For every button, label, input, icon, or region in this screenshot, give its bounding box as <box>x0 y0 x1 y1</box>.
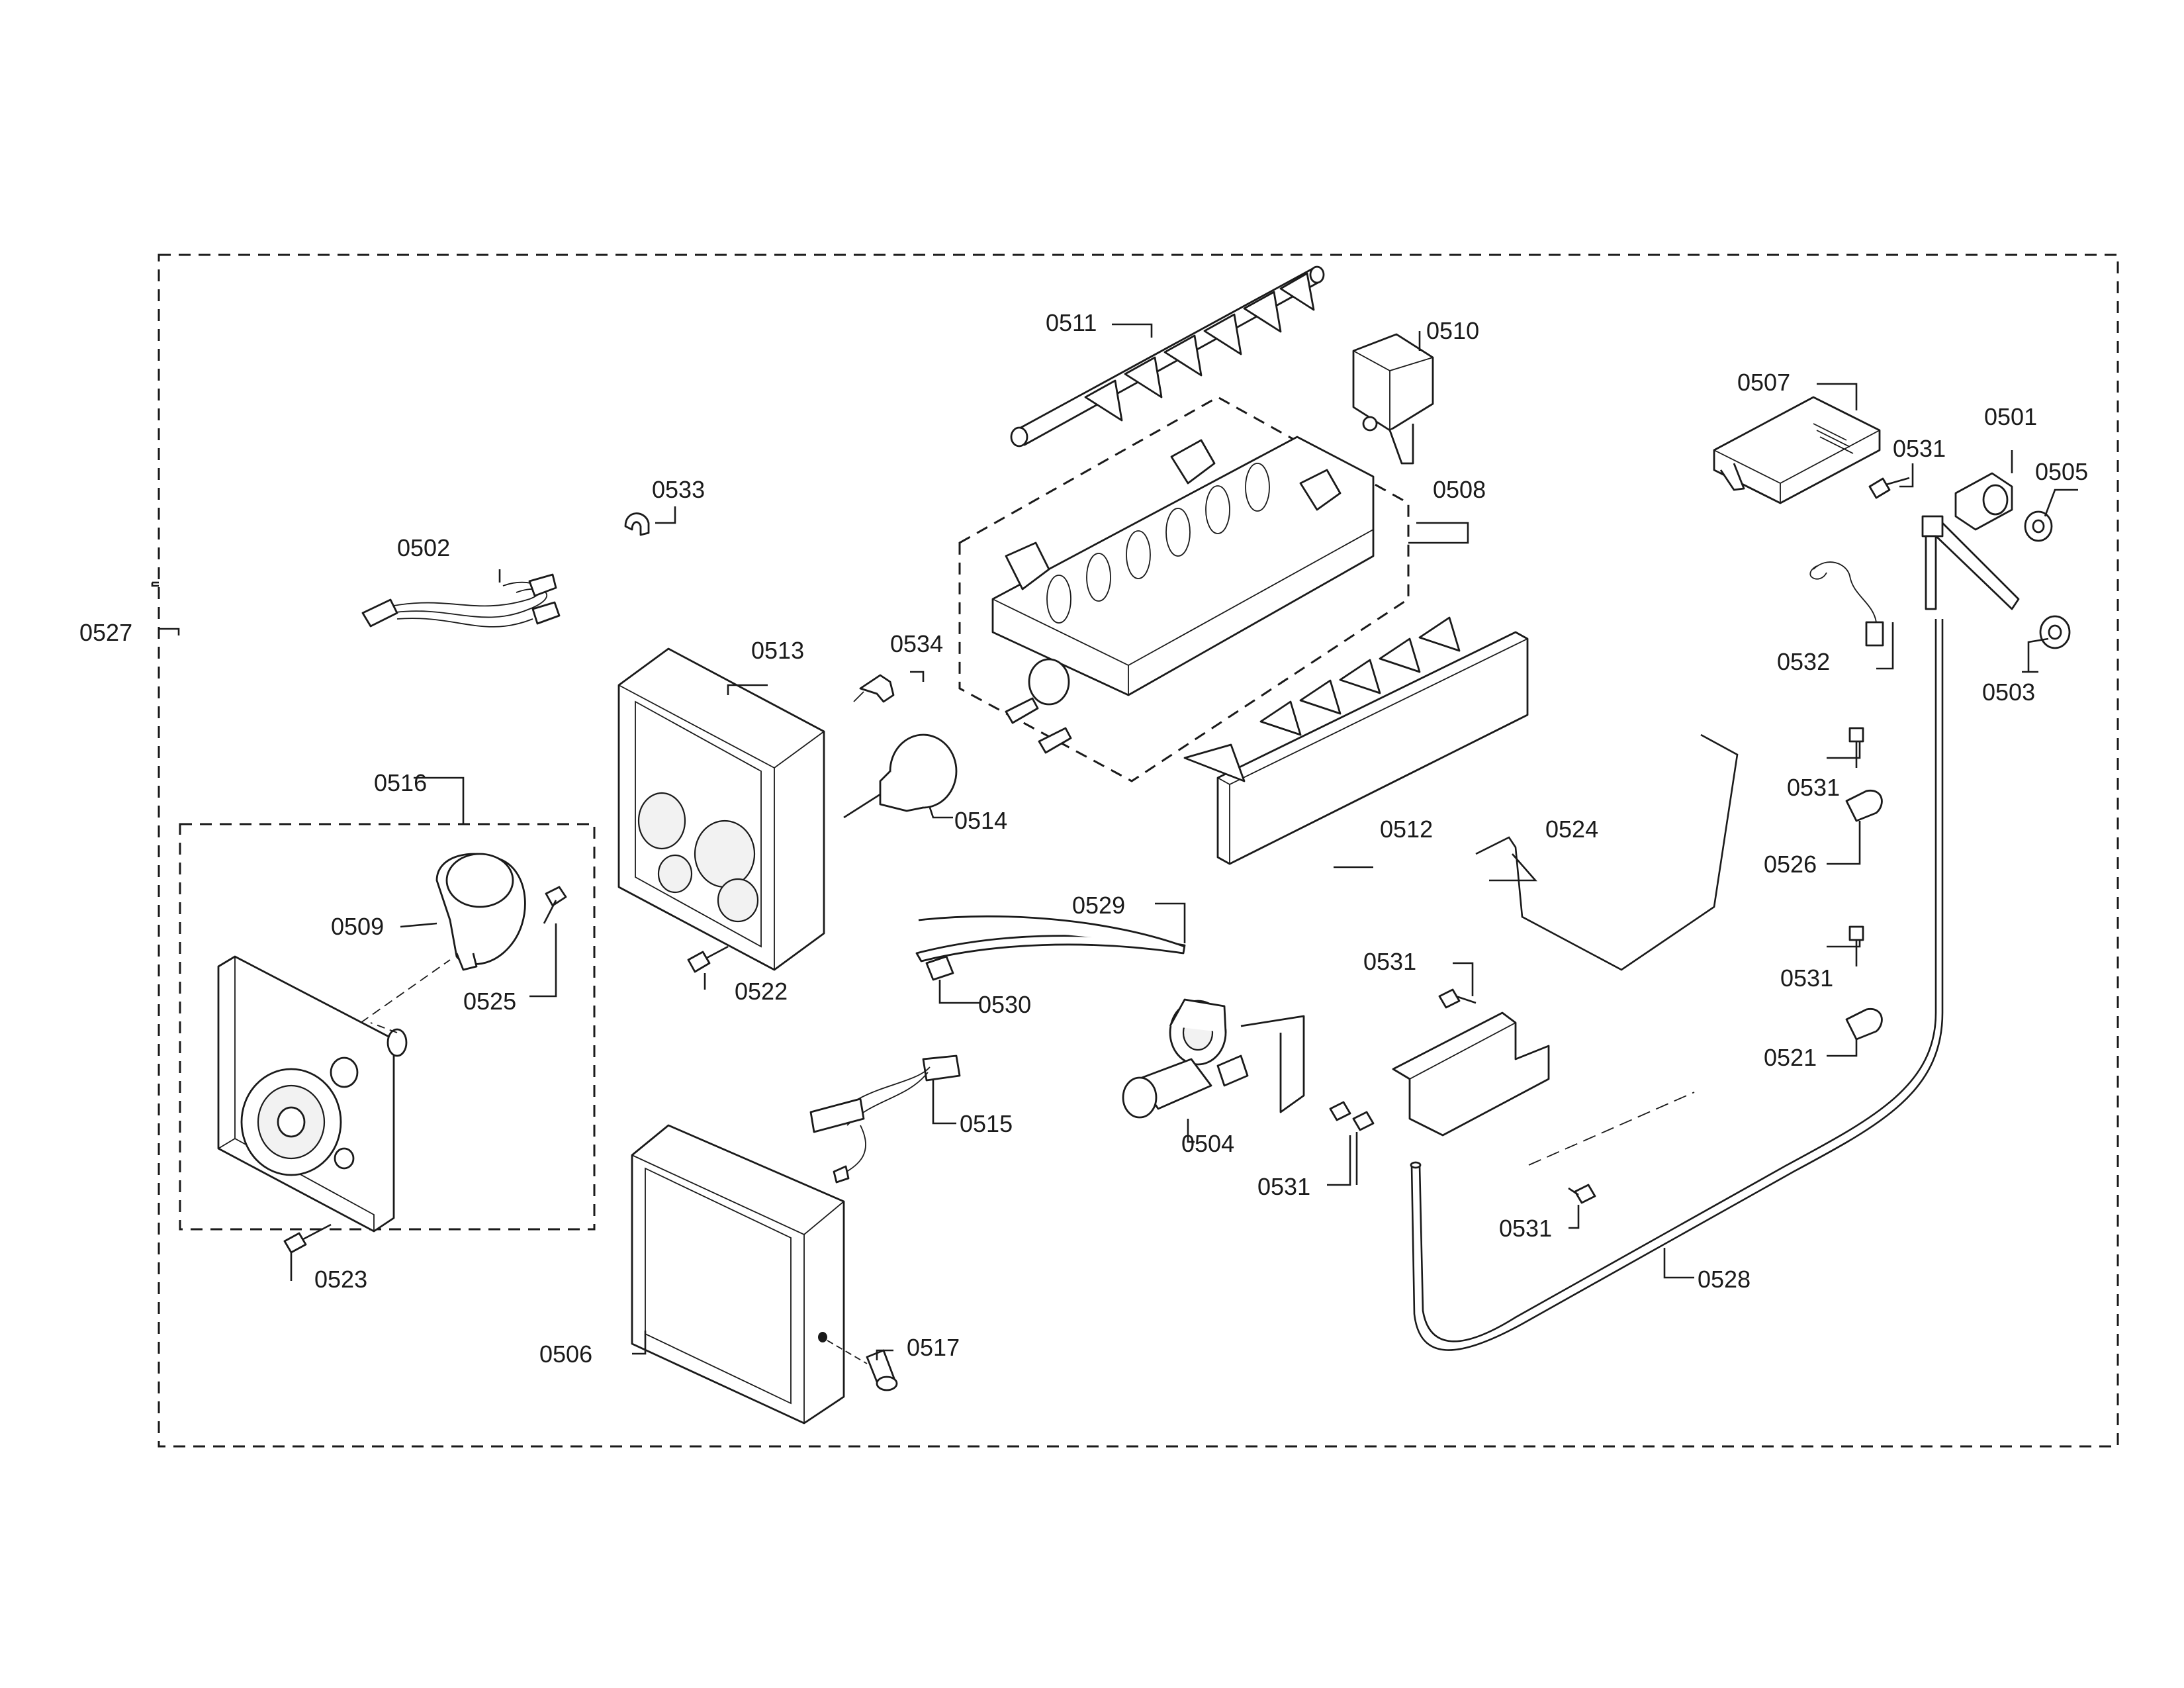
label-0531-top: 0531 <box>1893 435 1946 462</box>
fill-rod <box>1921 515 2020 610</box>
label-0514: 0514 <box>954 807 1007 834</box>
clamp-0521 <box>1845 1008 1883 1041</box>
screw-0523 <box>283 1223 332 1254</box>
gear-module-0516 <box>217 955 408 1233</box>
water-valve-0504 <box>1122 998 1305 1119</box>
label-0531-f: 0531 <box>1499 1215 1552 1242</box>
label-0528: 0528 <box>1698 1266 1751 1293</box>
washer-0505 <box>2024 510 2053 542</box>
wire-harness-0502 <box>361 573 561 628</box>
washer-0503 <box>2039 615 2071 649</box>
bracket-0507 <box>1713 396 1881 504</box>
screw-0531-c <box>1848 925 1864 966</box>
label-0510: 0510 <box>1426 317 1479 344</box>
label-0504: 0504 <box>1181 1130 1234 1157</box>
label-0526: 0526 <box>1764 851 1817 878</box>
label-0533: 0533 <box>652 476 705 503</box>
fill-fitting-0501 <box>1954 472 2013 531</box>
label-0522: 0522 <box>735 978 788 1005</box>
mounting-bracket <box>1392 1011 1550 1137</box>
thermostat-0514 <box>843 733 958 819</box>
label-0534: 0534 <box>890 630 943 657</box>
label-0521: 0521 <box>1764 1044 1817 1071</box>
harness-0515 <box>809 1055 961 1184</box>
label-0513: 0513 <box>751 637 804 664</box>
control-housing-0513 <box>617 647 825 971</box>
clamp-0526 <box>1845 789 1883 822</box>
subassembly-boundary-0516 <box>179 823 596 1231</box>
dash-line-0531 <box>1528 1092 1695 1166</box>
label-0529: 0529 <box>1072 892 1125 919</box>
subassembly-boundary-0508 <box>958 396 1410 782</box>
label-0506: 0506 <box>539 1340 592 1368</box>
ejector-shaft-0511 <box>1010 265 1325 447</box>
label-0509: 0509 <box>331 913 384 940</box>
label-0512: 0512 <box>1380 816 1433 843</box>
label-0507: 0507 <box>1737 369 1790 396</box>
label-0517: 0517 <box>907 1334 960 1361</box>
assembly-boundary-0527 <box>158 254 2119 1448</box>
screw-0531-f <box>1568 1184 1596 1204</box>
part-labels: 0511 0510 0508 0507 0501 0505 0531 0532 … <box>79 309 2088 1368</box>
screw-0522 <box>687 945 729 973</box>
ice-mold-0508 <box>991 436 1375 754</box>
cover-0506 <box>631 1124 845 1425</box>
screw-0531-e <box>1329 1101 1375 1131</box>
clip-0533 <box>624 512 650 536</box>
label-0505: 0505 <box>2035 458 2088 485</box>
wire-arm-0524 <box>1475 733 1739 971</box>
screw-0531-b <box>1848 727 1864 768</box>
fill-cup-0510 <box>1352 333 1434 465</box>
label-0532: 0532 <box>1777 648 1830 675</box>
label-0525: 0525 <box>463 988 516 1015</box>
water-tube-0528 <box>1410 619 1944 1351</box>
sensor-0532 <box>1809 561 1884 647</box>
label-0511: 0511 <box>1046 309 1097 336</box>
label-0524: 0524 <box>1545 816 1598 843</box>
grommet-0530 <box>925 955 954 981</box>
label-0531-e: 0531 <box>1257 1173 1310 1200</box>
leader-lines <box>151 323 2078 1360</box>
clip-0534 <box>853 674 895 703</box>
label-0502: 0502 <box>397 534 450 561</box>
screw-0531-a <box>1868 477 1910 499</box>
stripper-0512 <box>1183 616 1529 865</box>
screw-0525 <box>543 886 567 924</box>
label-0531-c: 0531 <box>1780 964 1833 992</box>
knob-0517 <box>827 1340 898 1391</box>
label-0530: 0530 <box>978 991 1031 1018</box>
fill-tube-0529 <box>915 915 1186 962</box>
label-0515: 0515 <box>960 1110 1013 1137</box>
drive-motor-0509 <box>435 853 526 971</box>
label-0527: 0527 <box>79 619 132 646</box>
label-0516: 0516 <box>374 769 427 796</box>
label-0503: 0503 <box>1982 679 2035 706</box>
label-0531-d: 0531 <box>1363 948 1416 975</box>
label-0531-b: 0531 <box>1787 774 1840 801</box>
screw-0531-d <box>1438 988 1477 1009</box>
label-0508: 0508 <box>1433 476 1486 503</box>
label-0501: 0501 <box>1984 403 2037 430</box>
label-0523: 0523 <box>314 1266 367 1293</box>
assembly-line-0509 <box>360 959 451 1023</box>
